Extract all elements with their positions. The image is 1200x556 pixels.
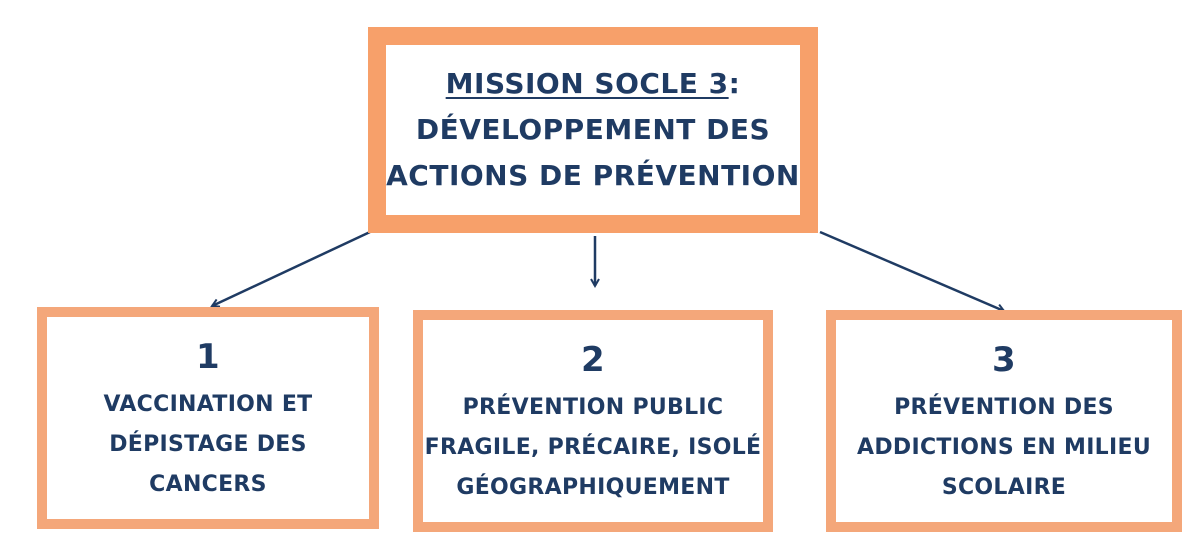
mission-title: MISSION SOCLE 3 bbox=[445, 67, 729, 100]
item-2-line-2: FRAGILE, PRÉCAIRE, ISOLÉ bbox=[424, 435, 762, 460]
mission-line-2: DÉVELOPPEMENT DES bbox=[415, 113, 771, 146]
item-3-line-3: SCOLAIRE bbox=[941, 475, 1067, 500]
item-1-line-1: VACCINATION ET bbox=[103, 392, 313, 417]
item-1-line-2: DÉPISTAGE DES CANCERS bbox=[109, 432, 307, 497]
mission-title-row: MISSION SOCLE 3: bbox=[446, 61, 741, 107]
mission-title-suffix: : bbox=[728, 67, 741, 100]
item-box-1: 1 VACCINATION ET DÉPISTAGE DES CANCERS bbox=[37, 307, 379, 529]
mission-box: MISSION SOCLE 3: DÉVELOPPEMENT DES ACTIO… bbox=[368, 27, 818, 233]
item-number-3: 3 bbox=[992, 340, 1016, 380]
item-number-1: 1 bbox=[196, 337, 220, 377]
mission-line-3: ACTIONS DE PRÉVENTION bbox=[386, 159, 800, 192]
arrow-to-item-3 bbox=[819, 230, 1004, 311]
item-2-line-1: PRÉVENTION PUBLIC bbox=[462, 395, 724, 420]
item-box-2: 2 PRÉVENTION PUBLIC FRAGILE, PRÉCAIRE, I… bbox=[413, 310, 773, 532]
item-2-line-3: GÉOGRAPHIQUEMENT bbox=[456, 475, 730, 500]
item-3-line-1: PRÉVENTION DES bbox=[894, 395, 1114, 420]
item-3-line-2: ADDICTIONS EN MILIEU bbox=[857, 435, 1151, 460]
item-box-3: 3 PRÉVENTION DES ADDICTIONS EN MILIEU SC… bbox=[826, 310, 1182, 532]
item-number-2: 2 bbox=[581, 340, 605, 380]
arrow-to-item-1 bbox=[212, 230, 371, 306]
